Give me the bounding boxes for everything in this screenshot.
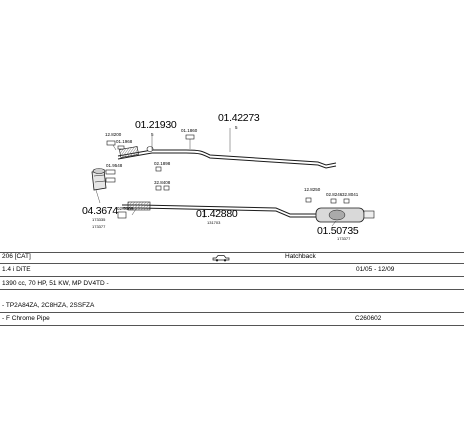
part-number-gasket-mid2: 32.8408 [154,180,171,185]
rule-1 [0,263,464,264]
part-number-bracket-top: 01.1860 [181,128,198,133]
part-number-mount-cat: 01.9548 [106,163,123,168]
part-number-clamp-cat: 02.5169 [117,206,134,211]
vehicle-years: 01/05 - 12/09 [356,266,395,273]
part-number-clamp-top: 12.8200 [105,132,122,137]
vehicle-option: - F Chrome Pipe [2,315,50,322]
vehicle-engine: 1.4 i DiTE [2,266,31,273]
part-number-catalyst: 04.3674 [82,205,118,217]
rule-2 [0,276,464,277]
part-sub-catalyst-2: 173377 [92,224,106,229]
rule-3 [0,289,464,290]
rule-top [0,252,464,253]
part-qty-pipe-top: 5 [151,132,154,137]
catalog-number: C260602 [355,315,382,322]
leader-lines [95,128,337,227]
part-number-pipe-mid: 01.42880 [196,208,238,220]
hardware-glyphs [105,134,350,219]
catalyst-shape [91,168,107,191]
part-number-bracket-rr2: 02.8246 [326,192,343,197]
part-number-bracket-rr3: 32.8041 [342,192,359,197]
part-number-bracket-rr1: 12.8250 [304,187,321,192]
vehicle-codes: - TP2A84ZA, 2C8HZA, 2SSFZA [2,302,95,309]
vehicle-specs: 1390 cc, 70 HP, 51 KW, MP DV4TD - [2,280,109,287]
car-silhouette-icon [212,255,230,262]
upper-pipe [117,149,337,169]
part-sub-silencer: 173377 [337,236,351,241]
part-number-gasket-mid: 02.1898 [154,161,171,166]
part-sub-pipe-mid: 131703 [207,220,221,225]
part-sub-catalyst-1: 173335 [92,217,106,222]
rule-4 [0,312,464,313]
part-number-pipe-top: 01.21930 [135,119,177,131]
part-number-tail-top: 01.42273 [218,112,260,124]
part-number-clamp-right: 01.1968 [116,139,133,144]
vehicle-model: 206 [CAT] [2,253,31,260]
part-qty-tail-top: 5 [235,125,238,130]
lower-flex-section [127,201,151,211]
rule-bottom [0,325,464,326]
rear-silencer-shape [315,207,375,223]
part-number-silencer: 01.50735 [317,225,359,237]
vehicle-body: Hatchback [285,253,316,260]
